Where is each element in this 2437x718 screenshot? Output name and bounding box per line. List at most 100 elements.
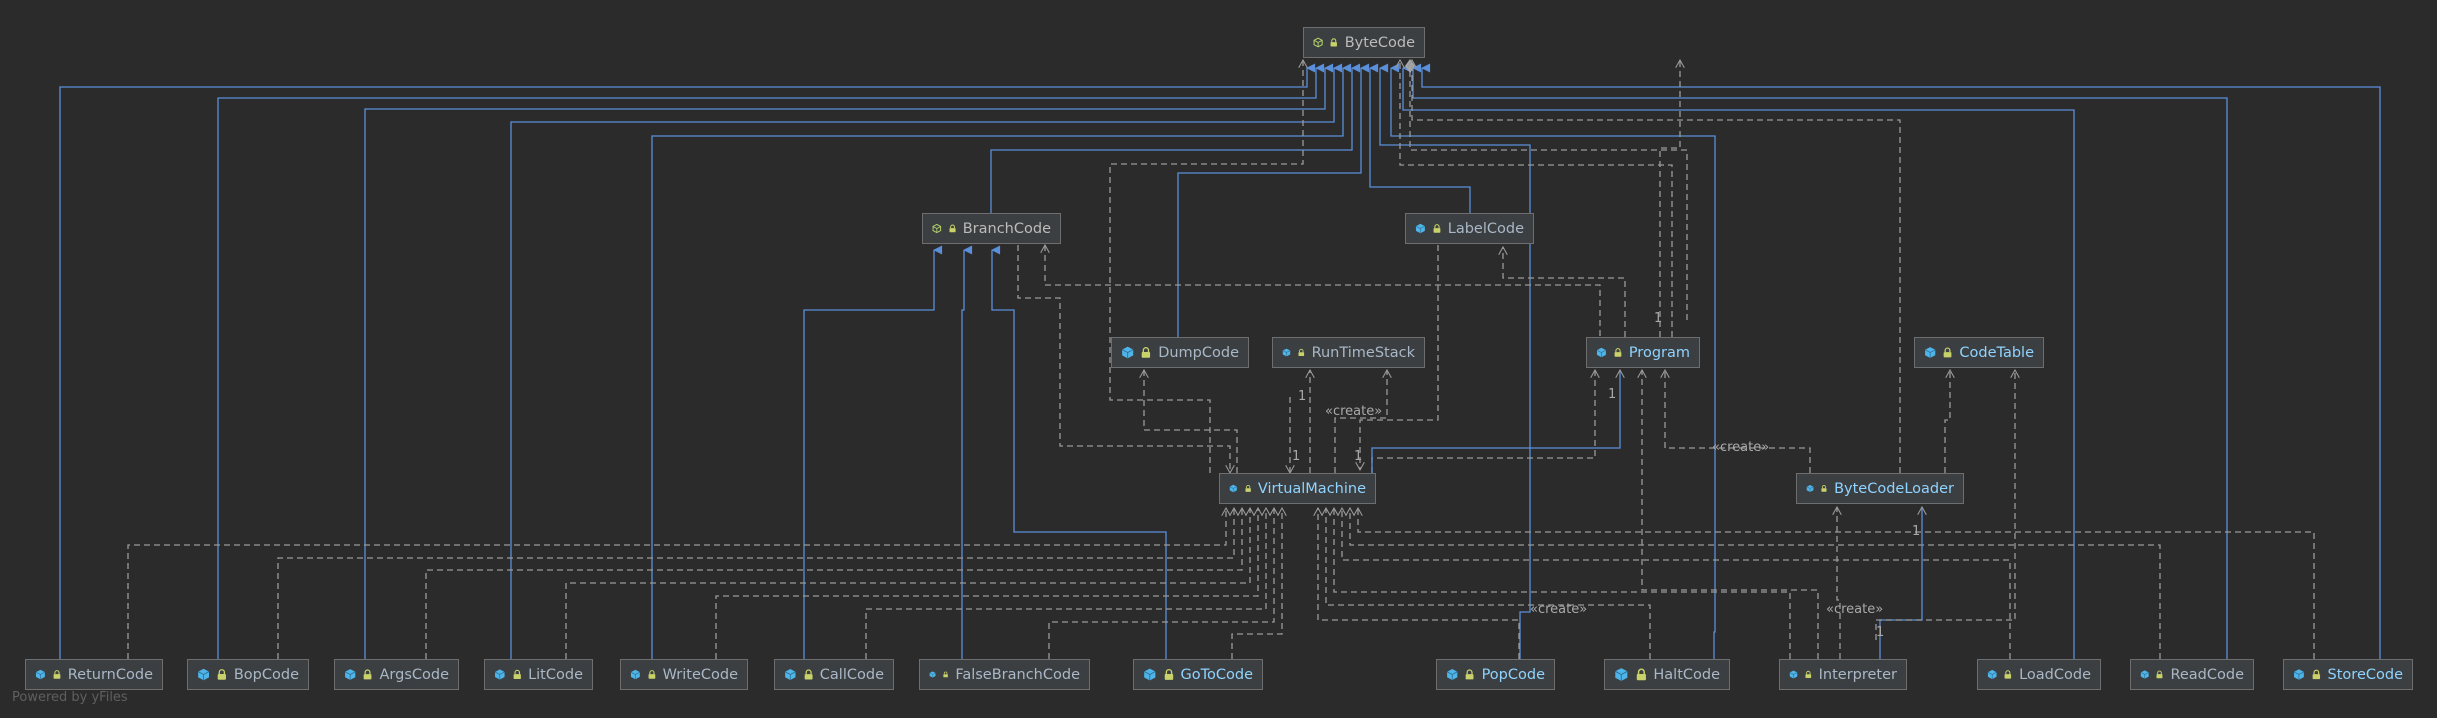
watermark: Powered by yFiles — [12, 690, 128, 705]
node-label: LoadCode — [2019, 666, 2091, 683]
class-icon — [1596, 347, 1607, 358]
node-label: CodeTable — [1959, 344, 2034, 361]
node-argscode[interactable]: ArgsCode — [334, 659, 459, 690]
label-create-runtimestack: «create» — [1325, 404, 1382, 419]
node-interpreter[interactable]: Interpreter — [1779, 659, 1907, 690]
node-label: FalseBranchCode — [955, 666, 1080, 683]
assoc-vm-program — [1371, 370, 1620, 473]
node-loadcode[interactable]: LoadCode — [1977, 659, 2101, 690]
node-label: Program — [1628, 344, 1690, 361]
label-create-popcode: «create» — [1530, 602, 1587, 617]
dep-program-bytecode-2 — [1400, 60, 1673, 337]
lock-icon — [53, 670, 61, 679]
node-haltcode[interactable]: HaltCode — [1604, 659, 1730, 690]
dep-vm-program — [1371, 370, 1595, 473]
label-multiplicity: 1 — [1354, 449, 1362, 464]
class-icon — [1446, 669, 1458, 680]
node-labelcode[interactable]: LabelCode — [1405, 213, 1534, 244]
node-label: CallCode — [819, 666, 884, 683]
node-writecode[interactable]: WriteCode — [620, 659, 748, 690]
dep-edge-gotocode — [1231, 508, 1282, 659]
node-callcode[interactable]: CallCode — [774, 659, 894, 690]
dep-program-bytecode — [1659, 60, 1680, 337]
lock-icon — [364, 669, 372, 680]
lock-icon — [2312, 669, 2320, 680]
lock-icon — [1466, 669, 1474, 680]
lock-icon — [1636, 668, 1646, 681]
dep-interp-codetable — [1875, 370, 2015, 640]
node-runtimestack[interactable]: RunTimeStack — [1272, 337, 1425, 368]
class-icon — [1415, 223, 1426, 234]
lock-icon — [1245, 485, 1251, 492]
dep-edge-litcode — [565, 508, 1250, 659]
dep-edge-storecode — [1358, 508, 2315, 659]
node-label: ByteCodeLoader — [1834, 480, 1954, 497]
dep-edge-interpreter — [1334, 508, 1791, 659]
dep-interp-program — [1642, 370, 1819, 659]
class-icon — [630, 669, 640, 680]
dep-edge-popcode — [1318, 508, 1520, 659]
label-create-program: «create» — [1712, 440, 1769, 455]
lock-icon — [2004, 670, 2012, 679]
label-multiplicity: 1 — [1654, 311, 1662, 326]
node-litcode[interactable]: LitCode — [484, 659, 593, 690]
class-icon — [494, 669, 505, 680]
inherit-edge-falsebranchcode — [961, 245, 973, 659]
node-label: VirtualMachine — [1257, 480, 1366, 497]
inherit-edge-writecode — [651, 63, 1352, 659]
label-multiplicity: 1 — [1608, 387, 1616, 402]
dep-edge-returncode — [127, 508, 1226, 659]
class-icon — [1987, 669, 1997, 680]
node-label: LitCode — [528, 666, 583, 683]
node-label: BranchCode — [962, 220, 1051, 237]
node-branchcode[interactable]: BranchCode — [922, 213, 1061, 244]
lock-icon — [949, 224, 956, 233]
dep-edge-writecode — [715, 508, 1258, 659]
class-icon — [1282, 348, 1291, 357]
node-program[interactable]: Program — [1586, 337, 1700, 368]
node-label: ReadCode — [2170, 666, 2244, 683]
dep-edge-bopcode — [277, 508, 1234, 659]
node-label: ByteCode — [1344, 34, 1415, 51]
node-dumpcode[interactable]: DumpCode — [1111, 337, 1249, 368]
node-bopcode[interactable]: BopCode — [187, 659, 309, 690]
class-icon — [784, 668, 796, 681]
dep-edge-loadcode — [1342, 508, 2011, 659]
node-codetable[interactable]: CodeTable — [1914, 337, 2044, 368]
lock-icon — [1821, 485, 1827, 492]
inherit-edge-argscode — [364, 63, 1334, 659]
dep-loader-codetable — [1944, 370, 1950, 473]
label-create-interpreter: «create» — [1826, 602, 1883, 617]
node-readcode[interactable]: ReadCode — [2130, 659, 2254, 690]
node-falsebranchcode[interactable]: FalseBranchCode — [919, 659, 1090, 690]
dep-vm-dumpcode — [1144, 370, 1238, 473]
node-label: ReturnCode — [67, 666, 153, 683]
node-label: WriteCode — [662, 666, 738, 683]
class-icon — [1924, 347, 1936, 358]
label-multiplicity: 1 — [1876, 625, 1884, 640]
node-gotocode[interactable]: GoToCode — [1133, 659, 1263, 690]
class-icon — [35, 669, 46, 680]
node-popcode[interactable]: PopCode — [1436, 659, 1555, 690]
class-icon — [1615, 668, 1628, 681]
node-bytecodeloader[interactable]: ByteCodeLoader — [1796, 473, 1964, 504]
dependency-edges — [127, 59, 2315, 659]
inherit-edge-storecode — [1421, 63, 2381, 659]
inherit-edge-readcode — [1412, 63, 2228, 659]
dep-edge-argscode — [425, 508, 1242, 659]
class-icon — [2293, 669, 2304, 680]
class-icon — [1789, 670, 1798, 679]
node-label: PopCode — [1481, 666, 1545, 683]
dep-loader-program — [1665, 370, 1811, 473]
lock-icon — [1805, 670, 1812, 679]
node-label: StoreCode — [2327, 666, 2403, 683]
node-returncode[interactable]: ReturnCode — [25, 659, 163, 690]
node-bytecode[interactable]: ByteCode — [1303, 27, 1425, 58]
class-icon — [197, 668, 210, 681]
inherit-edge-popcode — [1379, 63, 1531, 659]
inherit-edge-loadcode — [1402, 63, 2075, 659]
node-virtualmachine[interactable]: VirtualMachine — [1219, 473, 1376, 504]
node-storecode[interactable]: StoreCode — [2283, 659, 2413, 690]
dep-vm-runtimestack-create — [1334, 370, 1387, 473]
inherit-edge-labelcode — [1369, 63, 1471, 213]
